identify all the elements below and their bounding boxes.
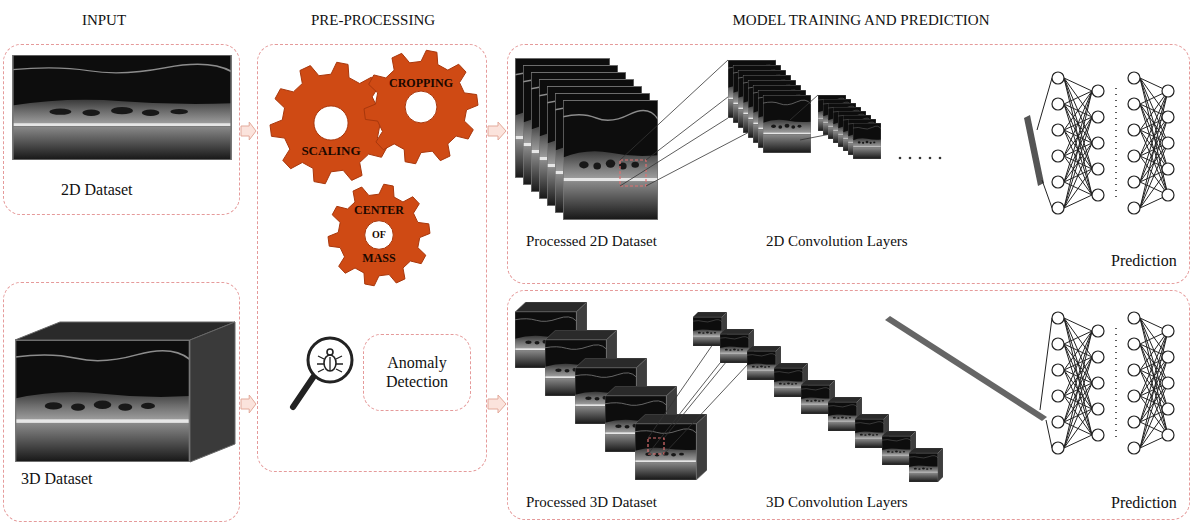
node-text: 3D Dataset (21, 470, 93, 488)
gear-outline (363, 49, 479, 165)
gear-label: CROPPING (389, 77, 453, 91)
gear-label: OF (372, 229, 386, 241)
node-text: 2D Convolution Layers (766, 233, 908, 250)
node-text: Processed 2D Dataset (526, 233, 657, 250)
gear-shape: CROPPING (363, 49, 479, 165)
gear-path (364, 50, 478, 164)
gear-label: MASS (362, 252, 395, 266)
node-text: MODEL TRAINING AND PREDICTION (732, 12, 989, 29)
gear-label: CENTER (354, 204, 404, 218)
node-text: Anomaly Detection (370, 354, 464, 391)
block-arrow (488, 395, 506, 413)
node-text: Prediction (1111, 494, 1177, 512)
input-panel: INPUT2D Dataset (3, 44, 240, 215)
preprocessing-panel: PRE-PROCESSINGSCALINGCROPPINGCENTEROFMAS… (257, 44, 487, 472)
gear-shape: CENTER OF MASS (327, 183, 431, 287)
node-text: 2D Dataset (61, 181, 133, 199)
node-text: 3D Convolution Layers (766, 494, 908, 511)
node-text: INPUT (82, 12, 126, 29)
block-arrow (488, 122, 506, 140)
block-arrow (241, 395, 256, 413)
gear-path (328, 184, 430, 286)
node-text: Prediction (1111, 252, 1177, 270)
input-panel: 3D Dataset (3, 282, 240, 522)
model-panel: Processed 3D Dataset 3D Convolution Layer… (507, 290, 1190, 520)
block-arrow (241, 122, 256, 140)
model-panel: MODEL TRAINING AND PREDICTIONProcessed 2… (507, 44, 1190, 284)
node-text: Processed 3D Dataset (526, 494, 657, 511)
process-box: Anomaly Detection (363, 334, 471, 411)
node-text: PRE-PROCESSING (311, 12, 435, 29)
gear-label: SCALING (301, 144, 360, 159)
